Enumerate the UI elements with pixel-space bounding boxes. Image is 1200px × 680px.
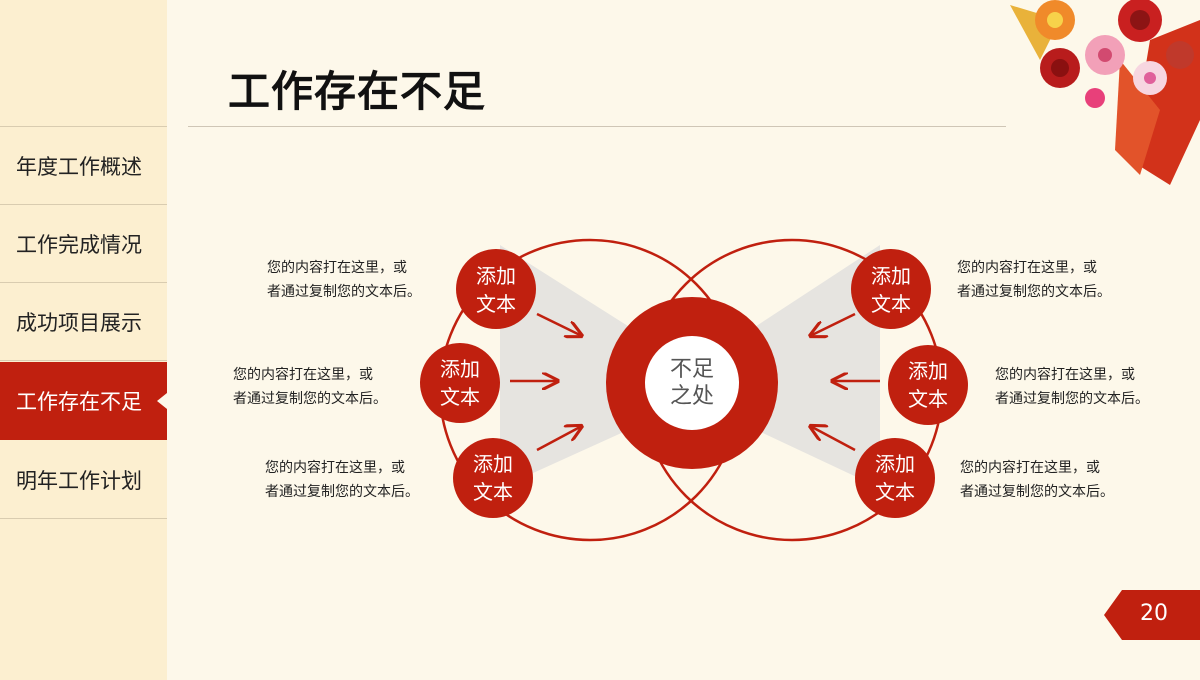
svg-text:添加: 添加 bbox=[875, 452, 915, 476]
sidebar: 年度工作概述 工作完成情况 成功项目展示 工作存在不足 明年工作计划 bbox=[0, 0, 167, 680]
flower-bouquet-icon bbox=[1010, 0, 1200, 185]
page-number-badge: 20 bbox=[1104, 590, 1200, 640]
sidebar-item-work-shortcomings[interactable]: 工作存在不足 bbox=[0, 362, 167, 440]
svg-text:文本: 文本 bbox=[908, 387, 948, 411]
svg-text:添加: 添加 bbox=[871, 264, 911, 288]
svg-text:添加: 添加 bbox=[473, 452, 513, 476]
svg-text:文本: 文本 bbox=[476, 292, 516, 316]
node-description: 您的内容打在这里，或者通过复制您的文本后。 bbox=[957, 260, 1111, 300]
arrow bbox=[536, 427, 580, 452]
svg-text:文本: 文本 bbox=[875, 480, 915, 504]
center-label-line1: 不足 bbox=[670, 357, 714, 382]
sidebar-item-annual-overview[interactable]: 年度工作概述 bbox=[0, 127, 167, 205]
node-left-top: 添加 文本 bbox=[456, 249, 536, 329]
page-title: 工作存在不足 bbox=[228, 67, 487, 116]
svg-text:文本: 文本 bbox=[871, 292, 911, 316]
sidebar-item-next-year-plan[interactable]: 明年工作计划 bbox=[0, 441, 167, 519]
node-description: 您的内容打在这里，或者通过复制您的文本后。 bbox=[960, 460, 1114, 500]
node-right-middle: 添加 文本 bbox=[888, 345, 968, 425]
sidebar-divider bbox=[0, 126, 167, 127]
node-description: 您的内容打在这里，或者通过复制您的文本后。 bbox=[265, 460, 419, 500]
node-right-top: 添加 文本 bbox=[851, 249, 931, 329]
svg-text:文本: 文本 bbox=[473, 480, 513, 504]
node-left-middle: 添加 文本 bbox=[420, 343, 500, 423]
page-number: 20 bbox=[1140, 601, 1168, 626]
sidebar-item-success-projects[interactable]: 成功项目展示 bbox=[0, 283, 167, 361]
right-funnel bbox=[735, 245, 880, 488]
page-number-tab-shape bbox=[1104, 590, 1200, 640]
left-funnel bbox=[500, 245, 650, 488]
arrow bbox=[812, 427, 856, 452]
node-description: 您的内容打在这里，或者通过复制您的文本后。 bbox=[267, 260, 421, 300]
svg-text:文本: 文本 bbox=[440, 385, 480, 409]
svg-text:添加: 添加 bbox=[476, 264, 516, 288]
center-core bbox=[645, 336, 739, 430]
node-right-bottom: 添加 文本 bbox=[855, 438, 935, 518]
node-description: 您的内容打在这里，或者通过复制您的文本后。 bbox=[233, 367, 387, 407]
svg-text:添加: 添加 bbox=[440, 357, 480, 381]
arrow bbox=[536, 312, 580, 335]
svg-text:添加: 添加 bbox=[908, 359, 948, 383]
arrow bbox=[812, 312, 856, 335]
node-left-bottom: 添加 文本 bbox=[453, 438, 533, 518]
title-divider bbox=[188, 126, 1006, 127]
center-label-line2: 之处 bbox=[670, 384, 714, 409]
node-description: 您的内容打在这里，或者通过复制您的文本后。 bbox=[995, 367, 1149, 407]
sidebar-item-work-completion[interactable]: 工作完成情况 bbox=[0, 205, 167, 283]
